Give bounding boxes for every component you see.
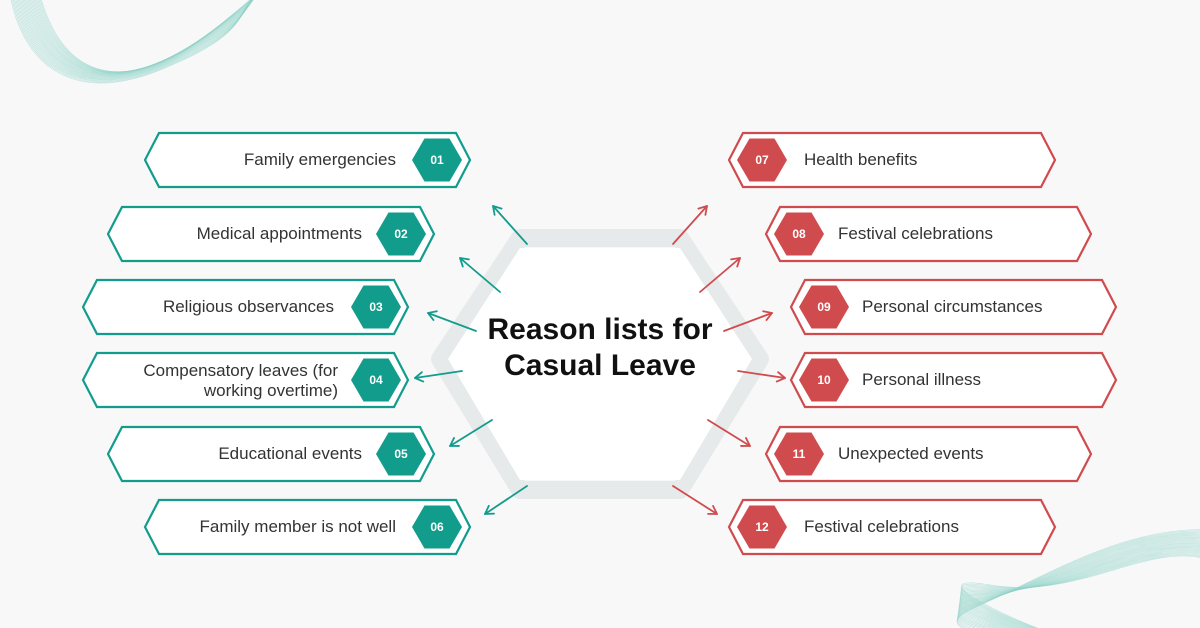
left-item-6-label: Family member is not well bbox=[199, 517, 397, 536]
left-item-2-box bbox=[106, 205, 436, 263]
left-item-2-label: Medical appointments bbox=[196, 224, 362, 243]
left-item-1-badge bbox=[412, 138, 462, 182]
right-item-11-box bbox=[764, 425, 1093, 483]
right-arrow-11 bbox=[707, 419, 751, 447]
left-item-6-badge bbox=[412, 505, 462, 549]
left-arrow-5 bbox=[449, 419, 493, 447]
left-item-3-box bbox=[81, 278, 410, 336]
right-arrow-10 bbox=[737, 370, 786, 383]
left-item-1-box bbox=[143, 131, 472, 189]
left-item-5-label: Educational events bbox=[218, 444, 362, 463]
right-item-12-number: 12 bbox=[755, 520, 769, 534]
center-hexagon bbox=[448, 248, 752, 480]
left-item-4-number: 04 bbox=[369, 373, 383, 387]
right-arrow-9 bbox=[723, 310, 773, 332]
left-item-5-number: 05 bbox=[394, 447, 408, 461]
left-item-2-badge bbox=[376, 212, 426, 256]
right-item-12-badge bbox=[737, 505, 787, 549]
wave-pattern-top-left bbox=[10, 0, 254, 84]
left-item-3-badge bbox=[351, 285, 401, 329]
right-item-9-label: Personal circumstances bbox=[862, 297, 1043, 316]
left-arrow-6 bbox=[484, 485, 528, 515]
right-item-8-number: 08 bbox=[792, 227, 806, 241]
right-item-10-box bbox=[789, 351, 1118, 409]
right-item-10-number: 10 bbox=[817, 373, 831, 387]
left-item-1-label: Family emergencies bbox=[243, 150, 396, 169]
left-item-4-badge bbox=[351, 358, 401, 402]
right-item-8-badge bbox=[774, 212, 824, 256]
right-item-8-label: Festival celebrations bbox=[838, 224, 993, 243]
left-arrow-4 bbox=[414, 370, 463, 383]
right-item-7-label: Health benefits bbox=[804, 150, 918, 169]
right-item-9-badge bbox=[799, 285, 849, 329]
left-item-5-badge bbox=[376, 432, 426, 476]
left-item-3-label: Religious observances bbox=[162, 297, 334, 316]
right-item-7-box bbox=[727, 131, 1057, 189]
left-arrow-2 bbox=[459, 257, 501, 293]
right-arrow-12 bbox=[672, 485, 718, 515]
right-item-10-label: Personal illness bbox=[862, 370, 982, 389]
right-item-11-badge bbox=[774, 432, 824, 476]
right-item-7-number: 07 bbox=[755, 153, 769, 167]
left-item-6-number: 06 bbox=[430, 520, 444, 534]
right-item-11-label: Unexpected events bbox=[838, 444, 984, 463]
left-arrow-3 bbox=[427, 310, 477, 332]
left-item-5-box bbox=[106, 425, 436, 483]
left-arrow-1 bbox=[492, 205, 528, 245]
left-item-4-box bbox=[81, 351, 410, 409]
right-arrow-8 bbox=[699, 257, 741, 293]
right-item-9-number: 09 bbox=[817, 300, 831, 314]
right-arrow-7 bbox=[672, 205, 708, 245]
left-item-4-label: Compensatory leaves (for working overtim… bbox=[143, 361, 338, 400]
right-item-12-box bbox=[727, 498, 1057, 556]
right-item-10-badge bbox=[799, 358, 849, 402]
right-item-8-box bbox=[764, 205, 1093, 263]
right-item-9-box bbox=[789, 278, 1118, 336]
left-item-1-number: 01 bbox=[430, 153, 444, 167]
center-title: Reason lists for Casual Leave bbox=[487, 313, 713, 382]
left-item-6-box bbox=[143, 498, 472, 556]
right-item-12-label: Festival celebrations bbox=[804, 517, 959, 536]
left-item-2-number: 02 bbox=[394, 227, 408, 241]
right-item-11-number: 11 bbox=[792, 447, 806, 461]
right-item-7-badge bbox=[737, 138, 787, 182]
left-item-3-number: 03 bbox=[369, 300, 383, 314]
